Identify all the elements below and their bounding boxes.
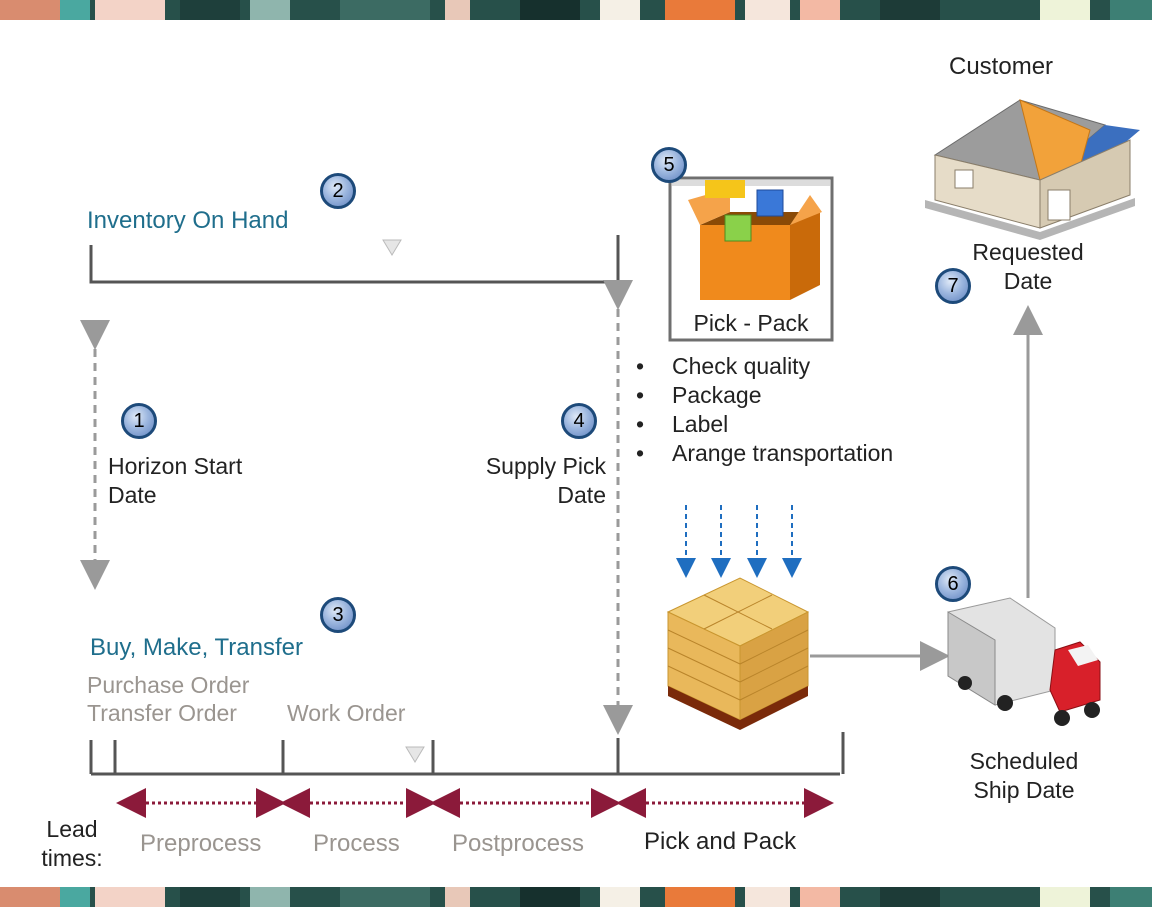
inventory-on-hand-label: Inventory On Hand — [87, 207, 289, 234]
step-badge-4: 4 — [561, 403, 597, 439]
phase-pick-and-pack: Pick and Pack — [644, 828, 797, 855]
phase-postprocess: Postprocess — [452, 830, 585, 857]
inventory-bracket — [89, 235, 620, 284]
task-item: Package — [636, 381, 893, 410]
pallet-boxes-icon — [666, 577, 810, 730]
into-pallet-arrows — [676, 505, 802, 578]
step-badge-5: 5 — [651, 147, 687, 183]
supply-pick-date-label: Supply Pick Date — [485, 453, 606, 508]
customer-label: Customer — [949, 53, 1054, 80]
lead-time-timeline — [89, 732, 845, 776]
requested-date-label: Requested Date — [972, 239, 1084, 294]
phase-preprocess: Preprocess — [140, 830, 262, 857]
bottom-decorative-band — [0, 887, 1152, 907]
pick-pack-task-list: Check quality Package Label Arange trans… — [636, 352, 893, 468]
task-item: Arange transportation — [636, 439, 893, 468]
step-badge-6: 6 — [935, 566, 971, 602]
pick-pack-label: Pick - Pack — [693, 310, 809, 336]
open-box-icon — [668, 176, 834, 342]
task-item: Label — [636, 410, 893, 439]
scheduled-ship-date-label: Scheduled Ship Date — [969, 748, 1079, 803]
lead-times-label: Lead times: — [41, 816, 103, 871]
work-order-label: Work Order — [287, 700, 406, 726]
buy-make-transfer-label: Buy, Make, Transfer — [90, 634, 303, 661]
delivery-truck-icon — [947, 597, 1101, 726]
step-badge-3: 3 — [320, 597, 356, 633]
store-icon — [925, 99, 1140, 240]
phase-process: Process — [313, 830, 400, 857]
top-decorative-band — [0, 0, 1152, 20]
task-item: Check quality — [636, 352, 893, 381]
horizon-start-date-label: Horizon Start Date — [108, 453, 243, 508]
step-badge-7: 7 — [935, 268, 971, 304]
step-badge-2: 2 — [320, 173, 356, 209]
step-badge-1: 1 — [121, 403, 157, 439]
purchase-order-label: Purchase Order — [87, 672, 250, 698]
transfer-order-label: Transfer Order — [87, 700, 237, 726]
